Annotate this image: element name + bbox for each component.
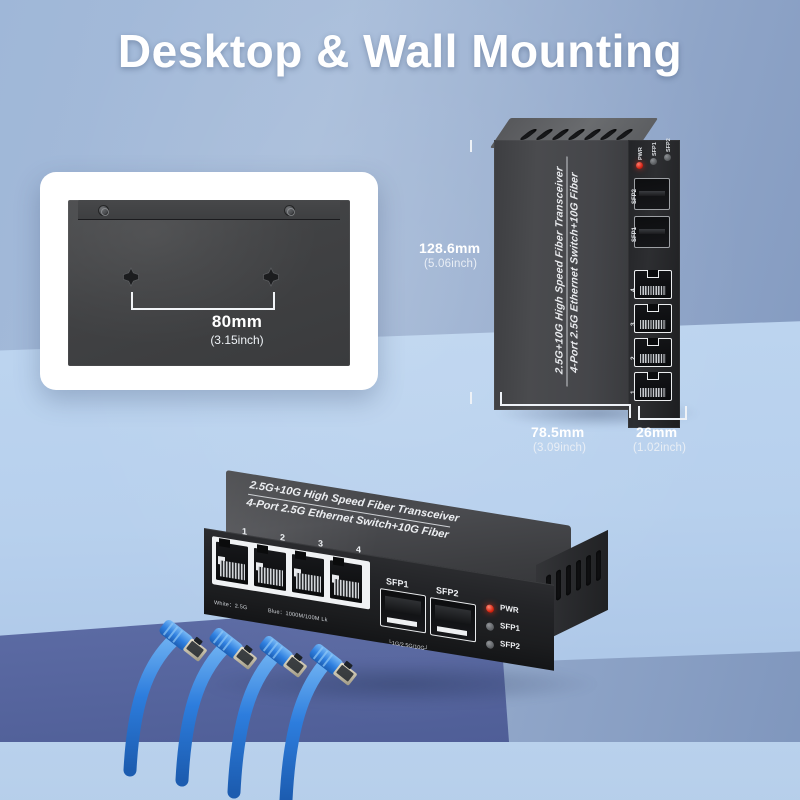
plate-lip — [78, 200, 340, 220]
vertical-led-label-sfp1: SFP1 — [652, 142, 658, 156]
dim-height-tick-bottom — [470, 392, 472, 404]
vertical-led-label-sfp2: SFP2 — [666, 138, 672, 152]
vertical-rj45-port — [634, 372, 672, 401]
vertical-led-sfp2 — [664, 154, 671, 161]
vertical-rj45-num: 3 — [630, 322, 637, 326]
vertical-rj45-num: 4 — [630, 288, 637, 292]
dim-height-inch: (5.06inch) — [424, 258, 478, 270]
vertical-rj45-port — [634, 338, 672, 367]
mount-hole-spacing-bracket — [131, 292, 275, 310]
vertical-sfp2-label: SFP2 — [632, 188, 638, 204]
dim-depth-mm: 26mm — [636, 424, 678, 440]
dim-height-mm: 128.6mm — [419, 240, 481, 256]
mount-width-inch-label: (3.15inch) — [210, 333, 264, 347]
rj45-port-2 — [254, 544, 286, 591]
dim-width-tick-left — [500, 392, 502, 406]
vertical-led-pwr — [636, 162, 643, 169]
dim-width-mm: 78.5mm — [531, 424, 585, 440]
screw-icon — [98, 205, 109, 216]
led-pwr — [486, 604, 494, 614]
sfp2-cage — [430, 597, 476, 643]
screw-icon — [284, 205, 295, 216]
vertical-sfp2-cage — [634, 178, 670, 210]
vertical-sfp1-cage — [634, 216, 670, 248]
ethernet-cables-group — [100, 600, 400, 800]
vertical-led-label-pwr: PWR — [638, 147, 644, 160]
vertical-rj45-port — [634, 270, 672, 299]
vertical-rj45-num: 2 — [630, 356, 637, 360]
dim-width-tick-right — [629, 404, 631, 418]
wall-mount-plate: 80mm (3.15inch) — [68, 200, 350, 366]
vertical-brand-line1: 2.5G+10G High Speed Fiber Transceiver — [553, 165, 566, 375]
vertical-mounted-device: 2.5G+10G High Speed Fiber Transceiver 4-… — [489, 118, 682, 428]
led-sfp2 — [486, 640, 494, 650]
vertical-led-sfp1 — [650, 158, 657, 165]
vertical-rj45-num: 1 — [630, 390, 637, 394]
rj45-port-1 — [216, 538, 248, 585]
dim-width-line — [500, 404, 630, 406]
led-sfp1 — [486, 622, 494, 632]
dim-height-tick-top — [470, 140, 472, 152]
vertical-brand-line2: 4-Port 2.5G Ethernet Switch+10G Fiber — [566, 156, 581, 389]
vertical-sfp1-label: SFP1 — [632, 226, 638, 242]
mount-width-mm-label: 80mm — [211, 312, 263, 331]
keyhole-slot-icon — [260, 267, 282, 289]
vertical-side-face: 2.5G+10G High Speed Fiber Transceiver 4-… — [494, 140, 630, 410]
dim-depth-line — [638, 418, 686, 420]
rj45-label-3: 3 — [318, 538, 324, 549]
rj45-label-1: 1 — [242, 526, 248, 537]
rj45-label-2: 2 — [280, 532, 286, 543]
dim-depth-inch: (1.02inch) — [633, 442, 687, 454]
dim-depth-tick-left — [638, 406, 640, 420]
page-title: Desktop & Wall Mounting — [117, 25, 683, 77]
rj45-label-4: 4 — [356, 544, 362, 555]
keyhole-slot-icon — [120, 267, 142, 289]
vertical-rj45-port — [634, 304, 672, 333]
vertical-front-panel: PWR SFP1 SFP2 SFP2 SFP1 4 3 2 1 — [628, 138, 680, 428]
rj45-port-4 — [330, 556, 362, 604]
dim-depth-tick-right — [685, 406, 687, 420]
dim-width-inch: (3.09inch) — [533, 442, 587, 454]
wall-mount-card: 80mm (3.15inch) — [40, 172, 378, 390]
rj45-port-3 — [292, 550, 324, 598]
vertical-brand-text: 2.5G+10G High Speed Fiber Transceiver 4-… — [553, 154, 581, 389]
